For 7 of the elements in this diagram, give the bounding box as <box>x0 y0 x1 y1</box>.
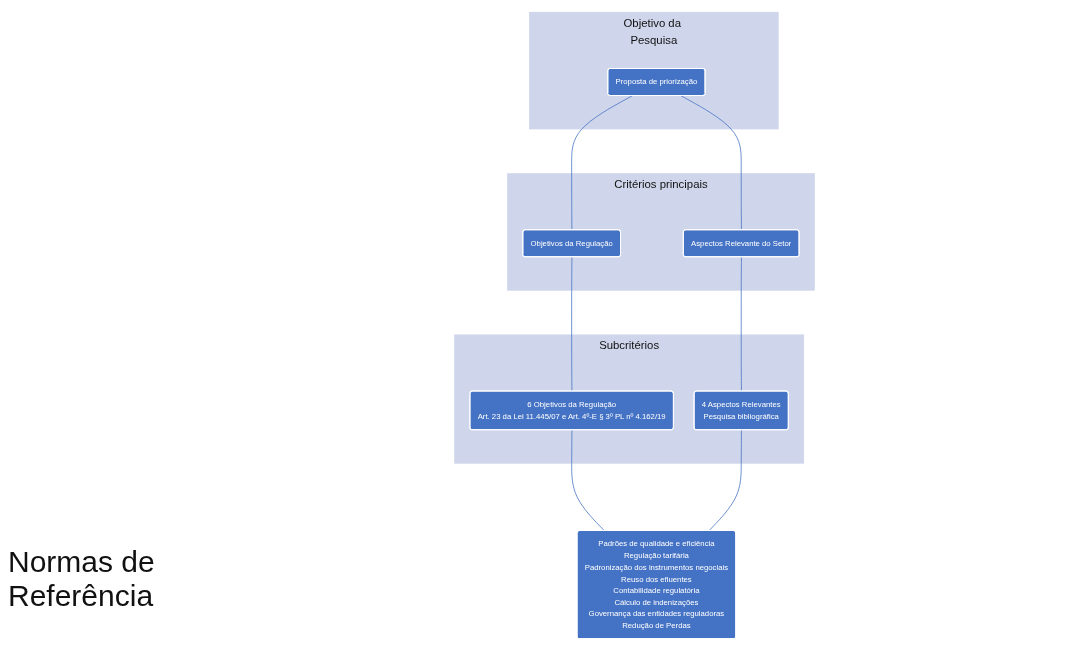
row-heading: Normas de Referência <box>8 545 156 613</box>
connector <box>571 95 633 231</box>
connector <box>708 429 742 532</box>
connector <box>680 95 742 231</box>
connector <box>740 256 742 392</box>
connector <box>571 429 605 532</box>
connector <box>571 256 573 392</box>
